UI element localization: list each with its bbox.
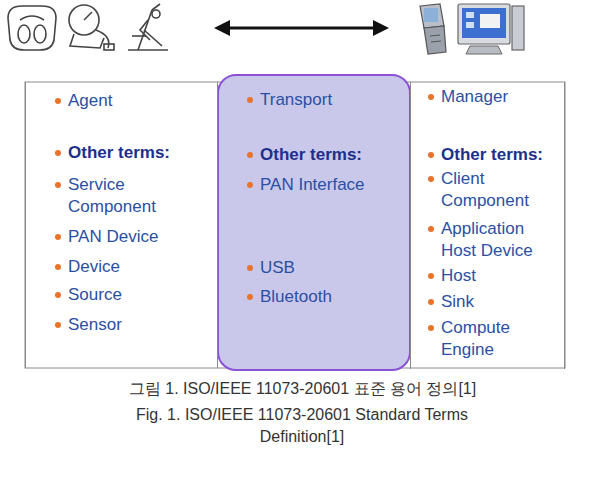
term-text: Host — [441, 266, 476, 285]
term-text: Compute Engine — [441, 318, 510, 359]
figure-caption-english: Fig. 1. ISO/IEEE 11073-20601 Standard Te… — [92, 404, 512, 448]
other-terms-heading: Other terms: — [68, 143, 170, 162]
term-heading: Other terms: — [260, 144, 400, 166]
bullet-dot — [55, 264, 61, 270]
term-item: Sink — [441, 291, 553, 313]
term-item: Agent — [68, 90, 196, 112]
bullet-dot — [55, 150, 61, 156]
term-text: Application Host Device — [441, 219, 533, 260]
term-text: Sensor — [68, 315, 122, 334]
term-item: Service Component — [68, 174, 196, 218]
bullet-dot — [55, 98, 61, 104]
term-text: Transport — [260, 90, 332, 109]
term-text: PAN Interface — [260, 175, 365, 194]
bullet-dot — [247, 265, 253, 271]
bullet-dot — [428, 94, 434, 100]
term-text: Service Component — [68, 175, 156, 216]
bullet-dot — [428, 299, 434, 305]
term-item: Host — [441, 265, 553, 287]
term-heading: Other terms: — [441, 144, 553, 166]
bullet-dot — [428, 273, 434, 279]
exercise-machine-icon — [128, 4, 168, 50]
term-text: Agent — [68, 91, 112, 110]
term-column: TransportOther terms: PAN InterfaceUSB Blu… — [218, 75, 410, 370]
bullet-dot — [428, 176, 434, 182]
term-text: Sink — [441, 292, 474, 311]
bullet-dot — [428, 226, 434, 232]
term-text: Source — [68, 285, 122, 304]
double-arrow — [214, 20, 389, 36]
scale-icon — [8, 6, 56, 50]
term-column: ManagerOther terms: Client ComponentAppli… — [410, 82, 565, 369]
bullet-dot — [55, 234, 61, 240]
other-terms-heading: Other terms: — [441, 145, 543, 164]
bullet-dot — [247, 182, 253, 188]
term-item: PAN Device — [68, 226, 196, 248]
blood-pressure-icon — [69, 5, 114, 50]
term-text: Bluetooth — [260, 287, 332, 306]
term-item: Source — [68, 284, 196, 306]
term-text: Device — [68, 257, 120, 276]
term-text: Manager — [441, 87, 508, 106]
term-item: Client Component — [441, 168, 553, 212]
term-item: Sensor — [68, 314, 196, 336]
term-item: Application Host Device — [441, 218, 553, 262]
term-item: Transport — [260, 89, 400, 111]
bullet-dot — [428, 325, 434, 331]
term-text: Client Component — [441, 169, 529, 210]
bullet-dot — [247, 294, 253, 300]
highlight-band — [218, 75, 410, 370]
term-text: PAN Device — [68, 227, 158, 246]
bullet-dot — [55, 292, 61, 298]
bullet-dot — [55, 322, 61, 328]
bullet-dot — [55, 182, 61, 188]
term-item: PAN Interface — [260, 174, 400, 196]
bullet-dot — [247, 152, 253, 158]
term-column: AgentOther terms: Service ComponentPAN De… — [25, 82, 218, 368]
phone-icon — [420, 4, 446, 54]
term-heading: Other terms: — [68, 142, 196, 164]
figure-caption: 그림 1. ISO/IEEE 11073-20601 표준 용어 정의[1] — [20, 378, 585, 400]
term-item: USB — [260, 257, 400, 279]
bullet-dot — [428, 152, 434, 158]
other-terms-heading: Other terms: — [260, 145, 362, 164]
computer-icon — [458, 4, 524, 54]
term-item: Device — [68, 256, 196, 278]
term-item: Manager — [441, 86, 553, 108]
term-text: USB — [260, 258, 295, 277]
term-item: Bluetooth — [260, 286, 400, 308]
term-item: Compute Engine — [441, 317, 553, 361]
bullet-dot — [247, 97, 253, 103]
